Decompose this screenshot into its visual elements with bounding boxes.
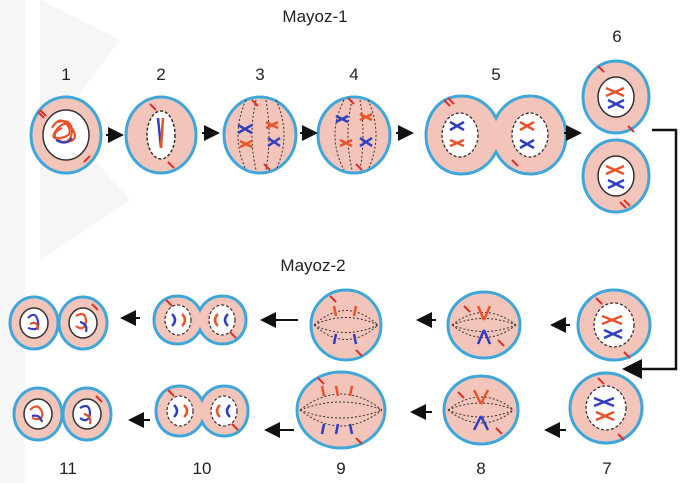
stage-label-10: 10 [193, 459, 212, 478]
cell-stage-10-top [152, 294, 248, 346]
meiosis-1-title: Mayoz-1 [282, 7, 347, 26]
stage-label-8: 8 [476, 459, 485, 478]
stage-label-5: 5 [491, 65, 500, 84]
meiosis-2-bottom-arrows [128, 404, 566, 438]
cell-stage-11-bottom [12, 386, 113, 442]
stage-label-6: 6 [612, 27, 621, 46]
meiosis-1-arrows [106, 125, 582, 143]
connector-arrow [622, 128, 678, 379]
stage-label-9: 9 [336, 459, 345, 478]
cell-stage-2 [124, 95, 198, 175]
cell-stage-1 [29, 95, 103, 175]
stage-label-7: 7 [602, 459, 611, 478]
stage-label-4: 4 [349, 65, 358, 84]
cell-stage-6-bottom [581, 138, 651, 214]
cell-stage-3 [222, 95, 298, 175]
cell-stage-8-bottom [442, 374, 520, 446]
cell-stage-6-top [581, 59, 651, 135]
meiosis-2-title: Mayoz-2 [280, 256, 345, 275]
cell-stage-5 [424, 94, 568, 176]
cell-stage-7-top [576, 288, 652, 362]
stage-label-3: 3 [255, 65, 264, 84]
cell-stage-8-top [446, 290, 522, 360]
cell-stage-4 [316, 95, 392, 175]
stage-label-2: 2 [156, 65, 165, 84]
cell-stage-7-bottom [568, 371, 644, 445]
cell-stage-11-top [8, 295, 109, 351]
cell-stage-9-bottom [295, 370, 387, 450]
stage-label-1: 1 [61, 65, 70, 84]
stage-label-11: 11 [59, 459, 77, 478]
background-watermark [0, 0, 130, 483]
cell-stage-9-top [309, 288, 383, 362]
cell-stage-10-bottom [154, 384, 250, 438]
meiosis-2-top-arrows [120, 310, 570, 333]
